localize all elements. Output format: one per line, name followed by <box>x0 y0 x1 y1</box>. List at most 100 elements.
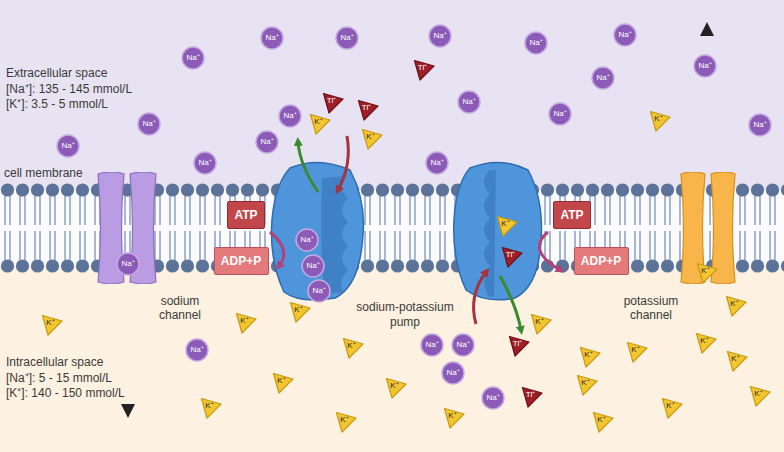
node-label: K⁺ <box>654 115 662 123</box>
potassium-ion: K⁺ <box>309 113 331 135</box>
text-label: [Na⁺]: 135 - 145 mmol/L <box>6 82 132 97</box>
node-label: K⁺ <box>631 346 639 354</box>
sodium-ion: Na⁺ <box>425 151 449 175</box>
node-label: Na⁺ <box>121 260 134 268</box>
thallium-ion: Tl⁺ <box>521 386 543 408</box>
sodium-ion: Na⁺ <box>185 338 209 362</box>
potassium-ion: K⁺ <box>361 128 383 150</box>
sodium-ion: Na⁺ <box>441 361 465 385</box>
potassium-ion: K⁺ <box>579 346 601 368</box>
node-label: Na⁺ <box>486 394 499 402</box>
node-label: K⁺ <box>314 118 322 126</box>
sodium-ion: Na⁺ <box>428 24 452 48</box>
node-label: Na⁺ <box>462 98 475 106</box>
node-label: Na⁺ <box>260 138 273 146</box>
node-label: Tl⁺ <box>327 97 337 105</box>
node-label: Na⁺ <box>430 159 443 167</box>
potassium-ion: K⁺ <box>530 313 552 335</box>
potassium-ion: K⁺ <box>649 110 671 132</box>
node-label: potassium channel <box>620 294 682 322</box>
sodium-ion: Na⁺ <box>116 252 140 276</box>
node-label: K⁺ <box>754 390 762 398</box>
node-label: Na⁺ <box>283 112 296 120</box>
node-label: Na⁺ <box>698 62 711 70</box>
node-label: ATP <box>234 208 257 222</box>
sodium-ion: Na⁺ <box>335 26 359 50</box>
node-label: Tl⁺ <box>506 251 516 259</box>
node-label: Na⁺ <box>446 369 459 377</box>
node-label: K⁺ <box>390 382 398 390</box>
potassium-ion: K⁺ <box>335 411 357 433</box>
sodium-ion: Na⁺ <box>301 254 325 278</box>
potassium-ion: K⁺ <box>696 262 718 284</box>
sodium-ion: Na⁺ <box>524 31 548 55</box>
node-label: K⁺ <box>581 379 589 387</box>
node-label: K⁺ <box>730 300 738 308</box>
text-label: Extracellular space <box>6 66 107 81</box>
atp-box: ATP <box>553 201 591 229</box>
node-label: Na⁺ <box>142 120 155 128</box>
node-label: Tl⁺ <box>513 340 523 348</box>
node-label: Na⁺ <box>198 159 211 167</box>
text-label: sodium-potassium pump <box>349 300 461 330</box>
potassium-ion: K⁺ <box>289 301 311 323</box>
sodium-ion: Na⁺ <box>278 104 302 128</box>
sodium-ion: Na⁺ <box>693 54 717 78</box>
node-label: K⁺ <box>597 416 605 424</box>
node-label: K⁺ <box>584 351 592 359</box>
node-label: Na⁺ <box>61 142 74 150</box>
node-label: ADP+P <box>581 254 621 268</box>
node-label: K⁺ <box>731 355 739 363</box>
node-label: Tl⁺ <box>362 104 372 112</box>
node-label: K⁺ <box>666 402 674 410</box>
node-label: K⁺ <box>448 412 456 420</box>
potassium-ion: K⁺ <box>496 215 518 237</box>
node-label: Na⁺ <box>425 341 438 349</box>
text-label: [K⁺]: 140 - 150 mmol/L <box>6 386 125 401</box>
node-label: ATP <box>560 208 583 222</box>
sodium-ion: Na⁺ <box>548 102 572 126</box>
node-label: Na⁺ <box>312 287 325 295</box>
sodium-ion: Na⁺ <box>193 151 217 175</box>
sodium-ion: Na⁺ <box>451 333 475 357</box>
sodium-ion: Na⁺ <box>181 46 205 70</box>
sodium-ion: Na⁺ <box>56 134 80 158</box>
potassium-ion: K⁺ <box>626 341 648 363</box>
node-label: Na⁺ <box>300 236 313 244</box>
potassium-ion: K⁺ <box>342 337 364 359</box>
node-label: K⁺ <box>294 306 302 314</box>
sodium-ion: Na⁺ <box>137 112 161 136</box>
node-label: K⁺ <box>701 267 709 275</box>
node-label: ADP+P <box>221 254 261 268</box>
potassium-ion: K⁺ <box>443 407 465 429</box>
node-label: Na⁺ <box>340 34 353 42</box>
potassium-ion: K⁺ <box>200 397 222 419</box>
potassium-ion: K⁺ <box>235 312 257 334</box>
thallium-ion: Tl⁺ <box>413 59 435 81</box>
sodium-ion: Na⁺ <box>457 90 481 114</box>
potassium-ion: K⁺ <box>726 350 748 372</box>
node-label: K⁺ <box>46 319 54 327</box>
node-label: Na⁺ <box>529 39 542 47</box>
thallium-ion: Tl⁺ <box>357 99 379 121</box>
node-label: Na⁺ <box>306 262 319 270</box>
node-label: K⁺ <box>340 416 348 424</box>
text-label: Intracellular space <box>6 355 103 370</box>
potassium-channel: potassium channelK⁺ <box>678 172 738 284</box>
thallium-ion: Tl⁺ <box>501 246 523 268</box>
adp-box: ADP+P <box>574 247 629 275</box>
sodium-ion: Na⁺ <box>307 279 331 303</box>
node-label: Na⁺ <box>186 54 199 62</box>
node-label: Na⁺ <box>265 34 278 42</box>
potassium-ion: K⁺ <box>592 411 614 433</box>
node-label: K⁺ <box>347 342 355 350</box>
node-label: Na⁺ <box>753 121 766 129</box>
node-label: Na⁺ <box>596 74 609 82</box>
text-label: [K⁺]: 3.5 - 5 mmol/L <box>6 97 108 112</box>
node-label: Na⁺ <box>618 31 631 39</box>
node-label: K⁺ <box>205 402 213 410</box>
thallium-ion: Tl⁺ <box>322 92 344 114</box>
text-label: [Na⁺]: 5 - 15 mmol/L <box>6 371 112 386</box>
node-label: K⁺ <box>501 220 509 228</box>
sodium-ion: Na⁺ <box>613 23 637 47</box>
